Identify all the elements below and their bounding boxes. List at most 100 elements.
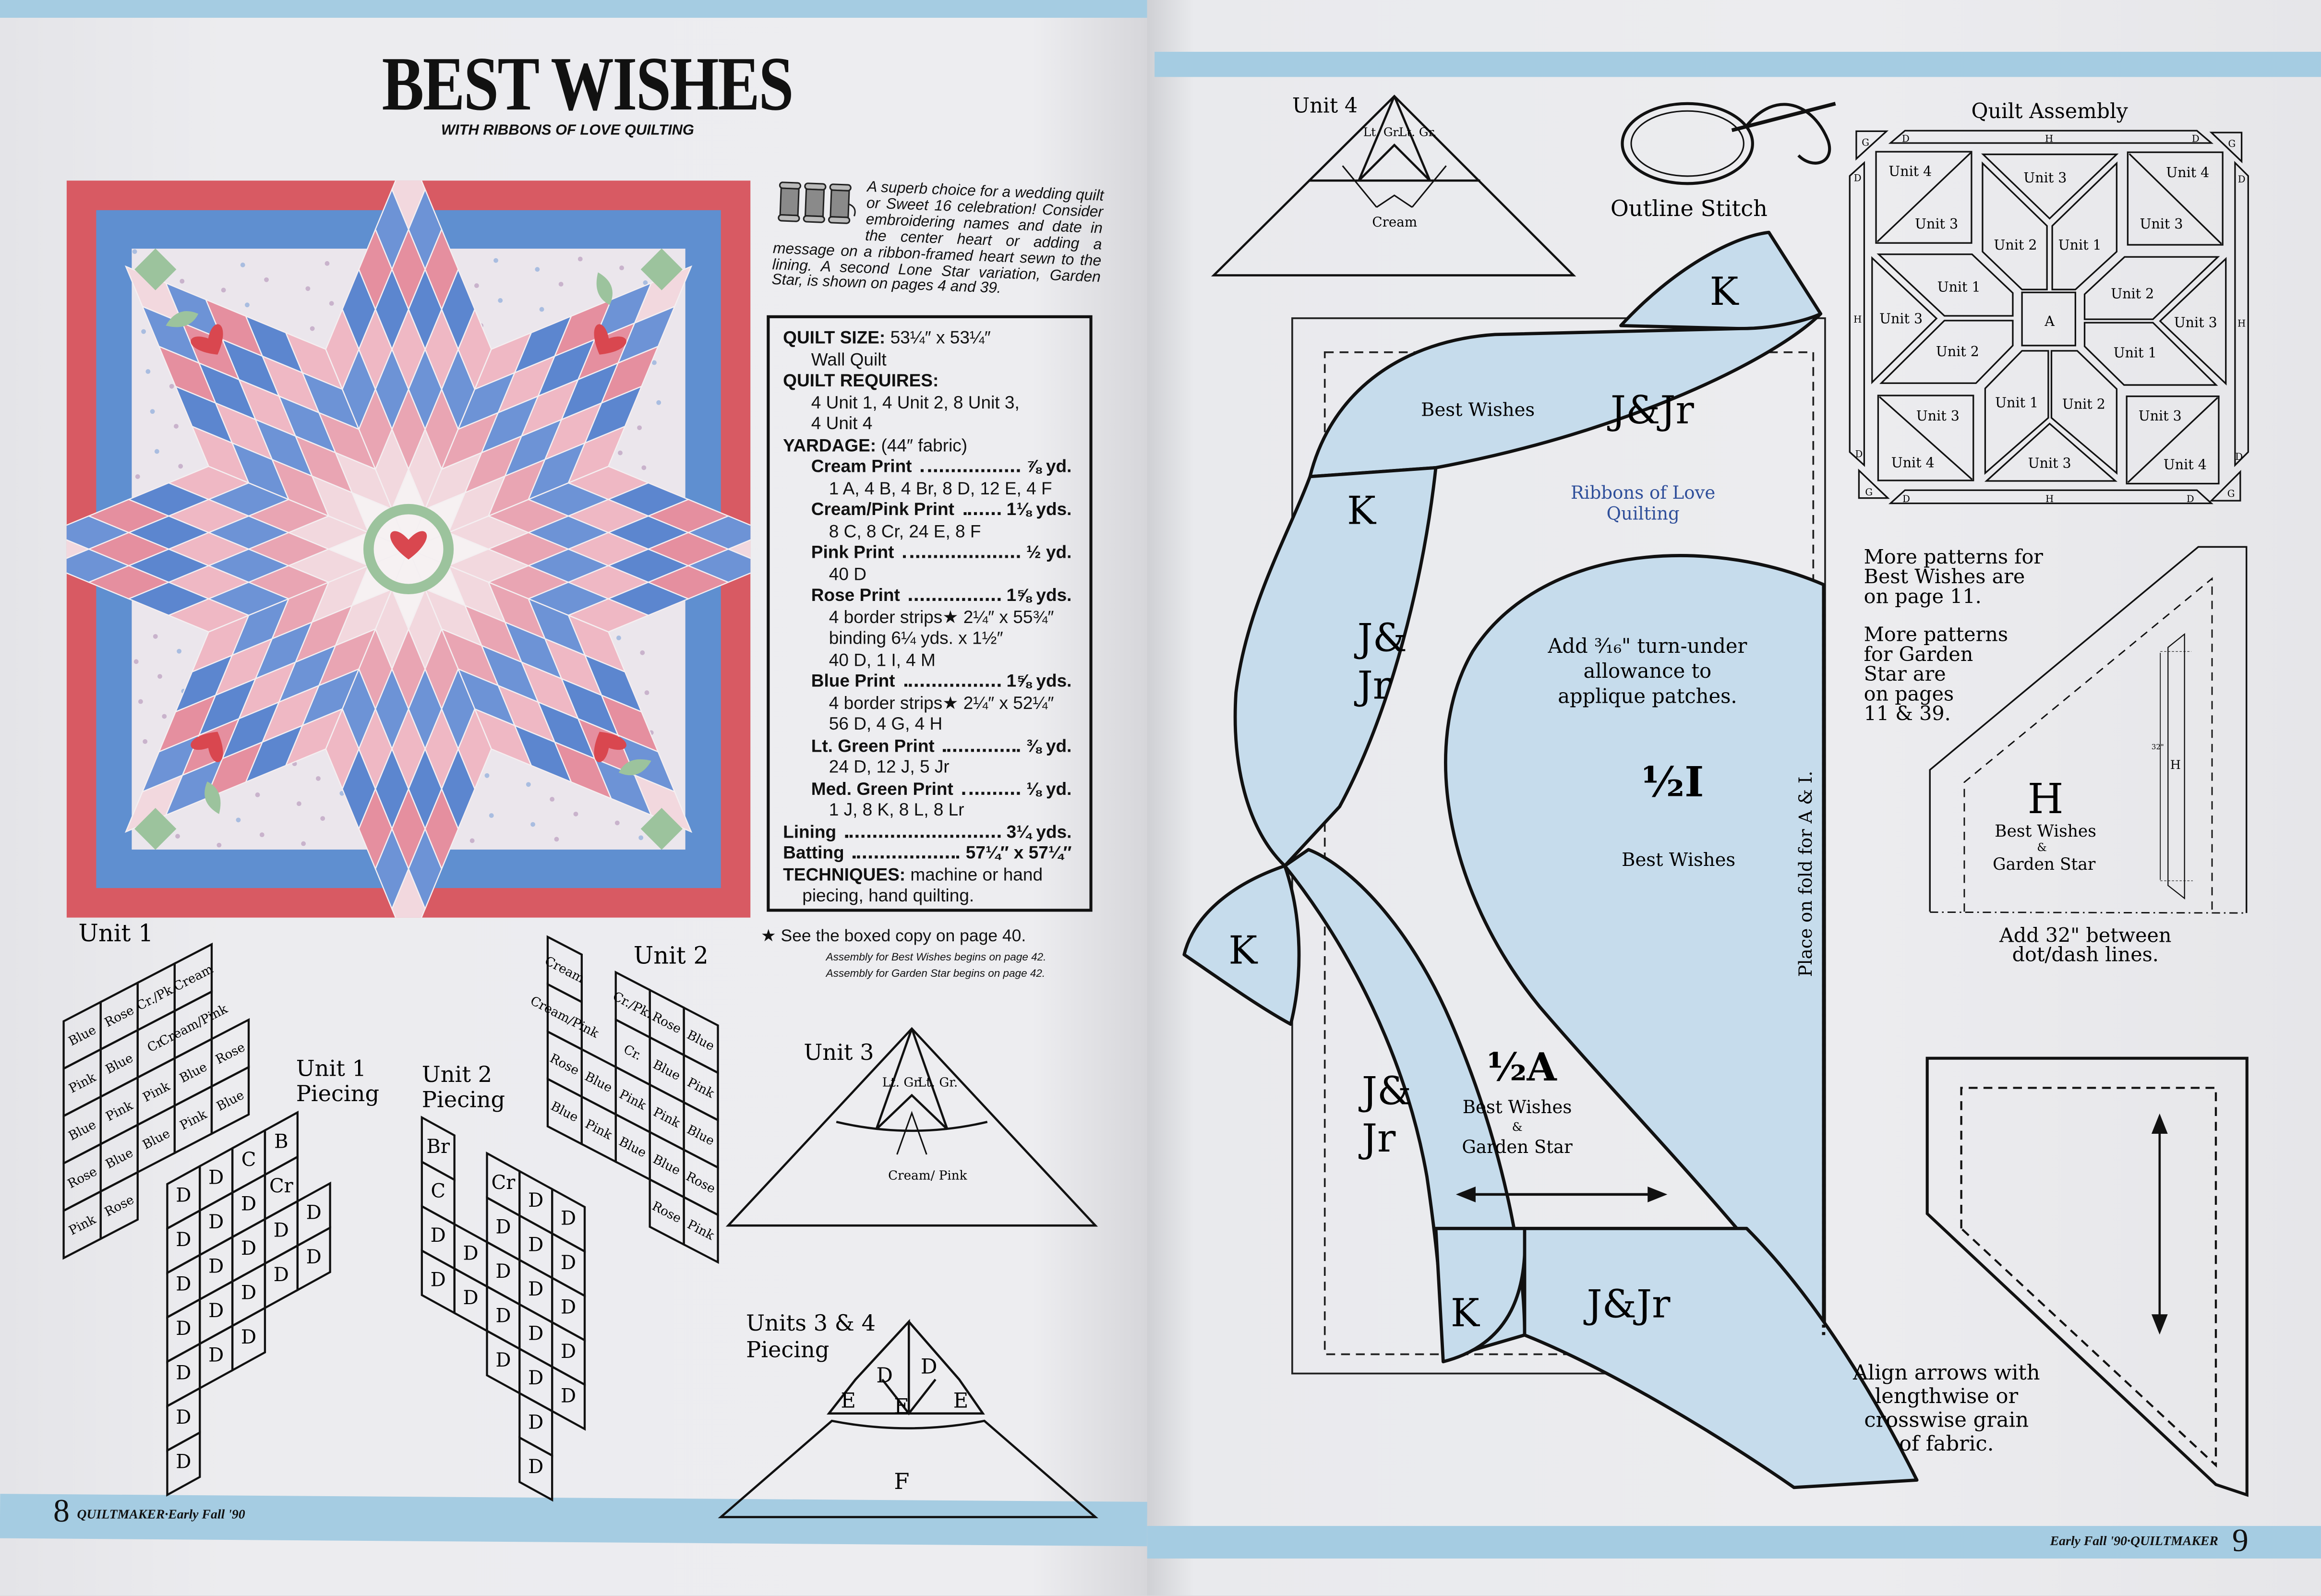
units34-piecing-diagram [718,1319,1098,1518]
floral-dot [641,465,647,470]
fabric-cuts: 8 C, 8 Cr, 24 E, 8 F [829,520,981,541]
fabric-cuts: 24 D, 12 J, 5 Jr [829,756,950,777]
unit-diagrams: BluePinkBlueRosePinkRoseBluePinkBlueRose… [62,935,719,1502]
cell-label: Blue [103,1146,135,1172]
assembly-label: G [1862,137,1869,148]
fabric-cuts: 40 D, 1 I, 4 M [829,649,936,670]
page-number: 9 [2232,1521,2249,1559]
cell-label: Pink [67,1212,99,1238]
assembly-label: H [2045,493,2054,504]
cell-label: D [241,1237,256,1260]
floral-dot [614,820,620,826]
ribbon-piece-k: K [1228,928,1258,972]
more-patterns-note: More patterns [1864,623,2008,646]
leaf-icon [204,781,221,814]
techniques-value-cont: piecing, hand quilting. [802,885,974,906]
grain-note: of fabric. [1899,1432,1994,1456]
assembly-label: H [2237,318,2246,329]
quilt-size-value: 53¼″ x 53¼″ [890,327,991,348]
diamond-cell [210,1065,250,1136]
floral-dot [329,301,334,306]
techniques-value: machine or hand [910,864,1043,885]
fabric-name: Pink Print [811,541,894,563]
floral-dot [573,811,578,816]
cell-label: D [241,1193,256,1215]
h-piece-name: Best Wishes [1995,822,2096,841]
half-a-name: Garden Star [1462,1137,1573,1157]
ribbon-piece-k: K [1709,269,1739,314]
floral-dot [216,842,222,848]
cell-label: Cr. [621,1042,644,1063]
floral-dot [177,648,182,654]
floral-dot [255,792,260,797]
floral-dot [530,822,535,827]
corner-heart-icon [594,324,626,355]
floral-dot [236,817,241,823]
cell-label: Cream/Pink [528,994,601,1041]
assembly-label: Unit 4 [1888,163,1932,179]
unit3-right-label: Lt. Gr. [918,1075,958,1090]
ribbon-piece-jjr: Jr [1359,1116,1396,1161]
half-i-name: Best Wishes [1622,849,1735,871]
star-diamond [686,515,751,550]
ribbon-band-bottom [1523,1226,1919,1489]
cell-label: D [274,1220,289,1242]
fabric-name: Med. Green Print [811,778,953,799]
fabric-amount: 1⅝ yds. [1006,584,1072,606]
floral-dot [141,329,146,334]
star-diamond [124,265,184,324]
cell-label: Blue [685,1122,717,1148]
floral-dot [638,835,644,840]
cell-label: Cream [171,962,216,995]
floral-dot [175,834,180,839]
h-measure: 32" [2152,743,2164,751]
ribbon-piece-jjr: J& [1354,616,1407,660]
floral-dot [157,674,162,679]
cell-label: Blue [650,1057,683,1083]
ribbon-piece-k: K [1451,1291,1480,1335]
piece-label: F [894,1468,909,1494]
ribbon-k-tail-bottom [1434,1226,1527,1364]
quilt-type: Wall Quilt [811,348,887,370]
diamond-cell [683,1195,719,1264]
assembly-label: Unit 4 [2164,456,2207,472]
cell-label: Rose [547,1051,581,1078]
cell-label: D [528,1189,543,1212]
star-diamond [124,774,184,833]
ribbon-best-wishes: Best Wishes [1421,399,1535,420]
floral-dot [616,636,621,640]
cell-label: D [528,1234,543,1256]
ribbon-pattern [1182,230,1919,1489]
floral-dot [558,282,564,287]
cell-label: Pink [651,1105,683,1131]
more-patterns-note: for Garden [1864,643,1973,666]
assembly-label: Unit 3 [1879,311,1923,326]
heart-half-i-patch [1444,554,1826,1341]
cell-label: D [176,1185,191,1207]
star-diamond [726,539,751,559]
piece-label: D [921,1355,938,1379]
page-subtitle: WITH RIBBONS OF LOVE QUILTING [441,122,694,139]
floral-dot [644,690,649,696]
fabric-cuts: 1 A, 4 B, 4 Br, 8 D, 12 E, 4 F [829,477,1052,498]
grain-note: lengthwise or [1875,1384,2018,1408]
floral-dot [153,634,158,639]
center-wreath [363,504,454,595]
cell-label: Blue [582,1069,614,1095]
floral-dot [133,659,139,664]
cell-label: D [495,1305,511,1327]
diamond-cell [296,1226,331,1292]
ribbon-piece-jjr: J&Jr [1607,388,1695,432]
assembly-label: Unit 2 [1936,344,1979,360]
cell-label: Pink [178,1107,210,1133]
dot-leader [909,598,1001,601]
cell-label: Rose [102,1003,136,1030]
